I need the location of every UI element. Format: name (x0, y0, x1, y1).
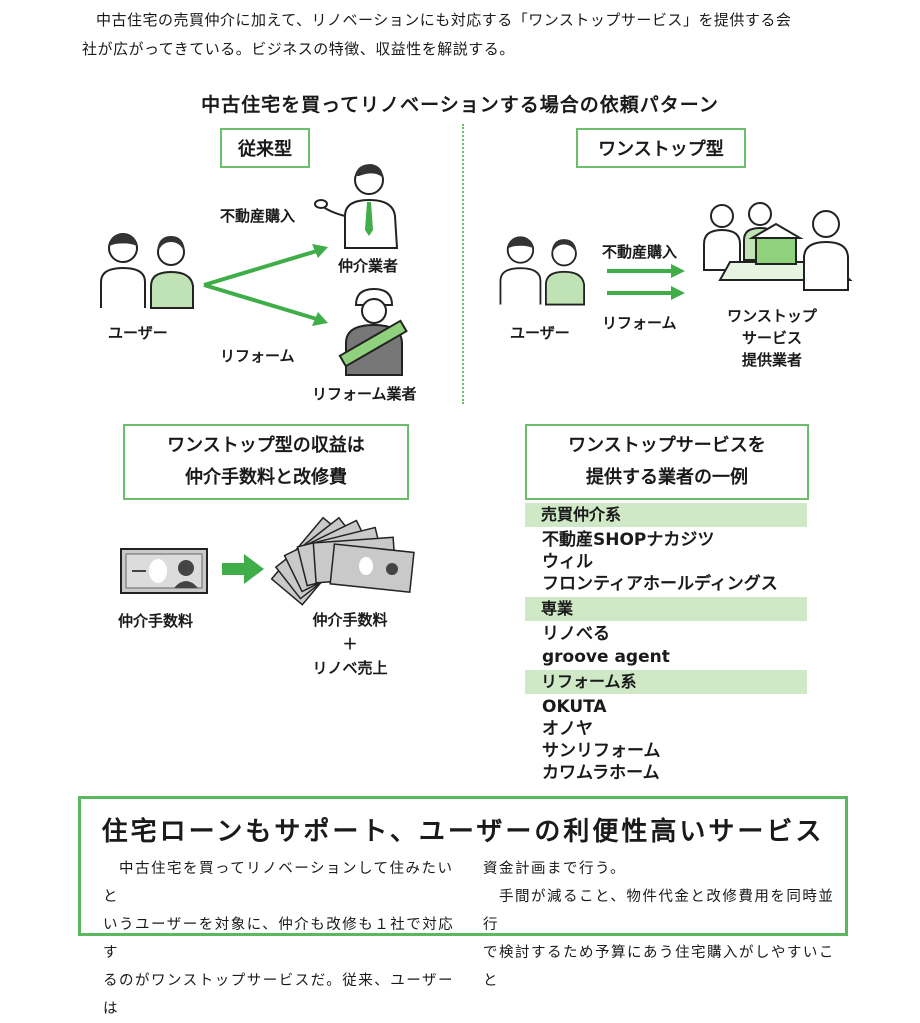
article-title: 住宅ローンもサポート、ユーザーの利便性高いサービス (101, 817, 825, 847)
category-reform: リフォーム系 (525, 670, 807, 694)
diagram-title: 中古住宅を買ってリノベーションする場合の依頼パターン (201, 94, 719, 116)
contractor-illustration (338, 287, 408, 376)
banknote-icon (120, 548, 208, 594)
company-item: カワムラホーム (542, 763, 660, 783)
onestop-user-couple-illustration (499, 236, 585, 306)
article-right-line-2: 手間が減ること、物件代金と改修費用を同時並行 (483, 889, 835, 933)
reform-label: リフォーム (220, 347, 295, 365)
company-item: リノべる (542, 624, 610, 644)
company-item: オノヤ (542, 719, 593, 739)
examples-box: ワンストップサービスを 提供する業者の一例 (525, 424, 809, 500)
company-item: 不動産SHOPナカジツ (542, 530, 715, 550)
onestop-heading: ワンストップ型 (576, 128, 746, 168)
intro-line-1: 中古住宅の売買仲介に加えて、リノベーションにも対応する「ワンストップサービス」を… (96, 11, 792, 29)
category-brokerage: 売買仲介系 (525, 503, 807, 527)
contractor-label: リフォーム業者 (312, 385, 417, 403)
commission-label: 仲介手数料 (118, 612, 194, 630)
examples-box-line-1: ワンストップサービスを (568, 435, 766, 456)
onestop-user-label: ユーザー (510, 324, 570, 342)
combined-revenue-label: 仲介手数料 ＋ リノベ売上 (290, 608, 410, 680)
broker-label: 仲介業者 (338, 257, 399, 275)
banknote-stack-icon (270, 516, 415, 606)
broker-illustration (314, 164, 399, 249)
intro-text: 中古住宅の売買仲介に加えて、リノベーションにも対応する「ワンストップサービス」を… (82, 6, 862, 64)
combined-revenue-line-2: リノベ売上 (312, 659, 388, 677)
article-left-line-3: るのがワンストップサービスだ。従来、ユーザーは (103, 973, 454, 1017)
category-specialist: 専業 (525, 597, 807, 621)
revenue-arrow-icon (222, 554, 264, 584)
provider-meeting-illustration (703, 202, 853, 291)
user-couple-illustration (100, 233, 194, 309)
provider-label-line-3: 提供業者 (741, 351, 802, 369)
section-divider (462, 124, 464, 404)
onestop-arrows (607, 264, 685, 300)
provider-label-line-2: サービス (741, 329, 802, 347)
user-label: ユーザー (108, 324, 168, 342)
revenue-box-line-2: 仲介手数料と改修費 (185, 467, 347, 488)
onestop-reform-label: リフォーム (602, 314, 677, 332)
article-box: 住宅ローンもサポート、ユーザーの利便性高いサービス 中古住宅を買ってリノベーショ… (78, 796, 848, 1017)
combined-revenue-plus: ＋ (342, 635, 358, 653)
company-item: ウィル (542, 552, 593, 572)
article-left-column: 中古住宅を買ってリノベーションして住みたいと いうユーザーを対象に、仲介も改修も… (103, 855, 463, 1023)
article-left-line-2: いうユーザーを対象に、仲介も改修も１社で対応す (103, 917, 455, 961)
article-right-line-3: で検討するため予算にあう住宅購入がしやすいこと (483, 945, 835, 989)
traditional-arrows (203, 244, 328, 326)
revenue-box: ワンストップ型の収益は 仲介手数料と改修費 (123, 424, 409, 500)
article-left-line-1: 中古住宅を買ってリノベーションして住みたいと (103, 861, 454, 905)
combined-revenue-line-1: 仲介手数料 (312, 611, 388, 629)
company-item: サンリフォーム (542, 741, 661, 761)
intro-line-2: 社が広がってきている。ビジネスの特徴、収益性を解説する。 (82, 40, 515, 58)
company-item: フロンティアホールディングス (542, 574, 778, 594)
purchase-label: 不動産購入 (220, 207, 296, 225)
provider-label-line-1: ワンストップ (727, 307, 817, 325)
company-item: groove agent (542, 647, 670, 667)
revenue-box-line-1: ワンストップ型の収益は (167, 435, 365, 456)
onestop-purchase-label: 不動産購入 (602, 243, 678, 261)
article-right-line-1: 資金計画まで行う。 (483, 861, 627, 877)
examples-box-line-2: 提供する業者の一例 (586, 467, 748, 488)
company-item: OKUTA (542, 697, 607, 717)
traditional-heading: 従来型 (220, 128, 310, 168)
article-right-column: 資金計画まで行う。 手間が減ること、物件代金と改修費用を同時並行 で検討するため… (483, 855, 843, 995)
provider-label: ワンストップ サービス 提供業者 (712, 305, 832, 371)
